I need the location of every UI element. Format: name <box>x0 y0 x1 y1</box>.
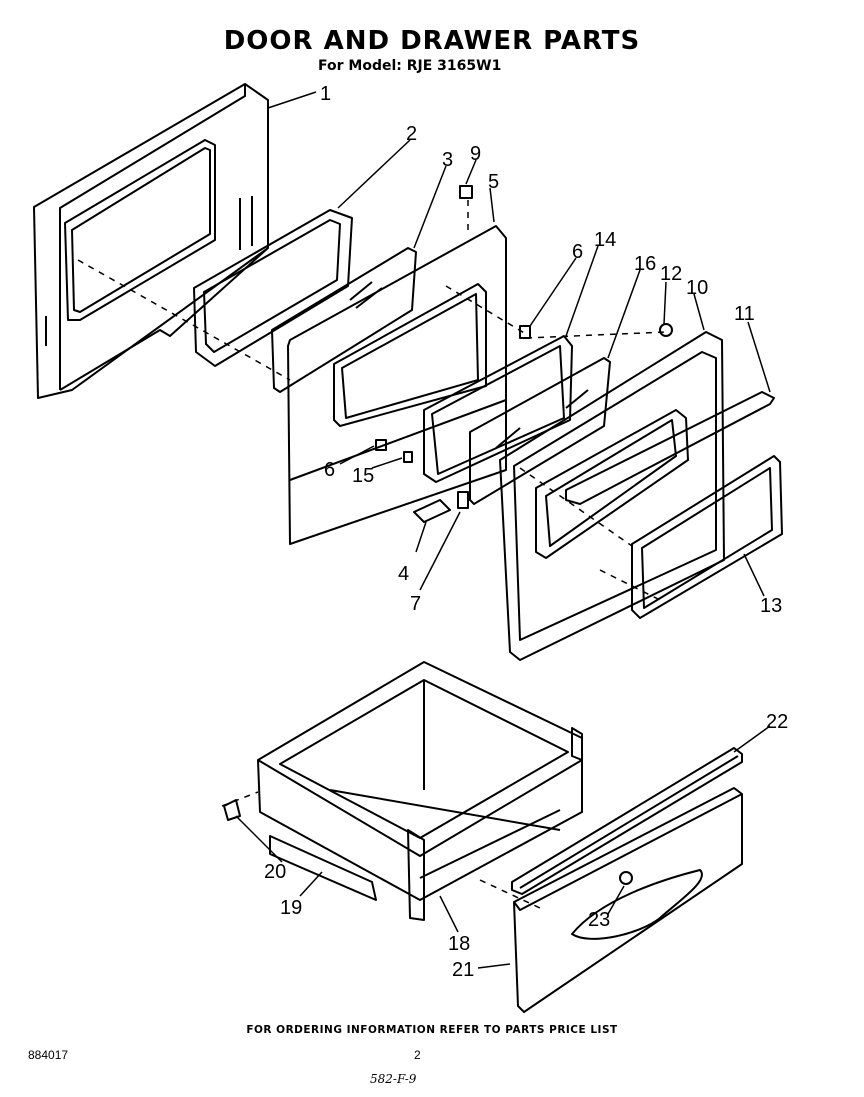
leader-lines <box>235 91 771 969</box>
part-12-fastener <box>659 323 673 337</box>
callout-16: 16 <box>634 253 656 275</box>
callout-22: 22 <box>766 711 788 733</box>
page-title: DOOR AND DRAWER PARTS <box>223 26 641 56</box>
callout-1: 1 <box>320 83 331 105</box>
callout-6-upper: 6 <box>572 241 583 263</box>
callout-21: 21 <box>452 959 474 981</box>
model-subtitle: For Model: RJE 3165W1 <box>318 58 502 74</box>
part-6-clip-upper <box>519 325 531 339</box>
drawer-glides <box>223 799 561 921</box>
part-9-clip <box>459 185 473 199</box>
outer-door-panel <box>33 83 269 399</box>
page-number: 2 <box>414 1048 421 1062</box>
door-gasket <box>193 209 353 367</box>
window-glass <box>271 247 417 393</box>
callout-9: 9 <box>470 143 481 165</box>
callout-2: 2 <box>406 123 417 145</box>
document-number: 884017 <box>28 1048 69 1062</box>
door-front-frame <box>499 331 725 661</box>
callout-18: 18 <box>448 933 470 955</box>
inner-door-liner <box>287 225 507 545</box>
callout-10: 10 <box>686 277 708 299</box>
callout-23: 23 <box>588 909 610 931</box>
callout-14: 14 <box>594 229 616 251</box>
callout-20: 20 <box>264 861 286 883</box>
part-4-bracket <box>413 499 451 523</box>
inner-glass <box>469 357 611 505</box>
door-handle <box>565 391 775 505</box>
callout-12: 12 <box>660 263 682 285</box>
drawer-body <box>257 661 583 901</box>
callout-4: 4 <box>398 563 409 585</box>
callout-11: 11 <box>734 303 755 325</box>
drawer-front <box>513 787 743 1013</box>
ordering-info-footer: FOR ORDERING INFORMATION REFER TO PARTS … <box>246 1024 618 1036</box>
drawer-trim <box>511 747 743 895</box>
window-trim <box>631 455 783 619</box>
callout-6-lower: 6 <box>324 459 335 481</box>
callout-labels: 1 2 3 9 5 6 14 16 12 10 11 6 15 4 7 13 2… <box>264 83 788 981</box>
callout-5: 5 <box>488 171 499 193</box>
callout-15: 15 <box>352 465 374 487</box>
handwritten-note: 582-F-9 <box>370 1072 417 1086</box>
alignment-lines <box>77 200 667 909</box>
part-7-spacer <box>457 491 469 509</box>
part-15-screw <box>403 451 413 463</box>
inner-gasket <box>423 335 573 483</box>
callout-13: 13 <box>760 595 782 617</box>
callout-3: 3 <box>442 149 453 171</box>
callout-7: 7 <box>410 593 421 615</box>
callout-19: 19 <box>280 897 302 919</box>
part-6-clip-lower <box>375 439 387 451</box>
